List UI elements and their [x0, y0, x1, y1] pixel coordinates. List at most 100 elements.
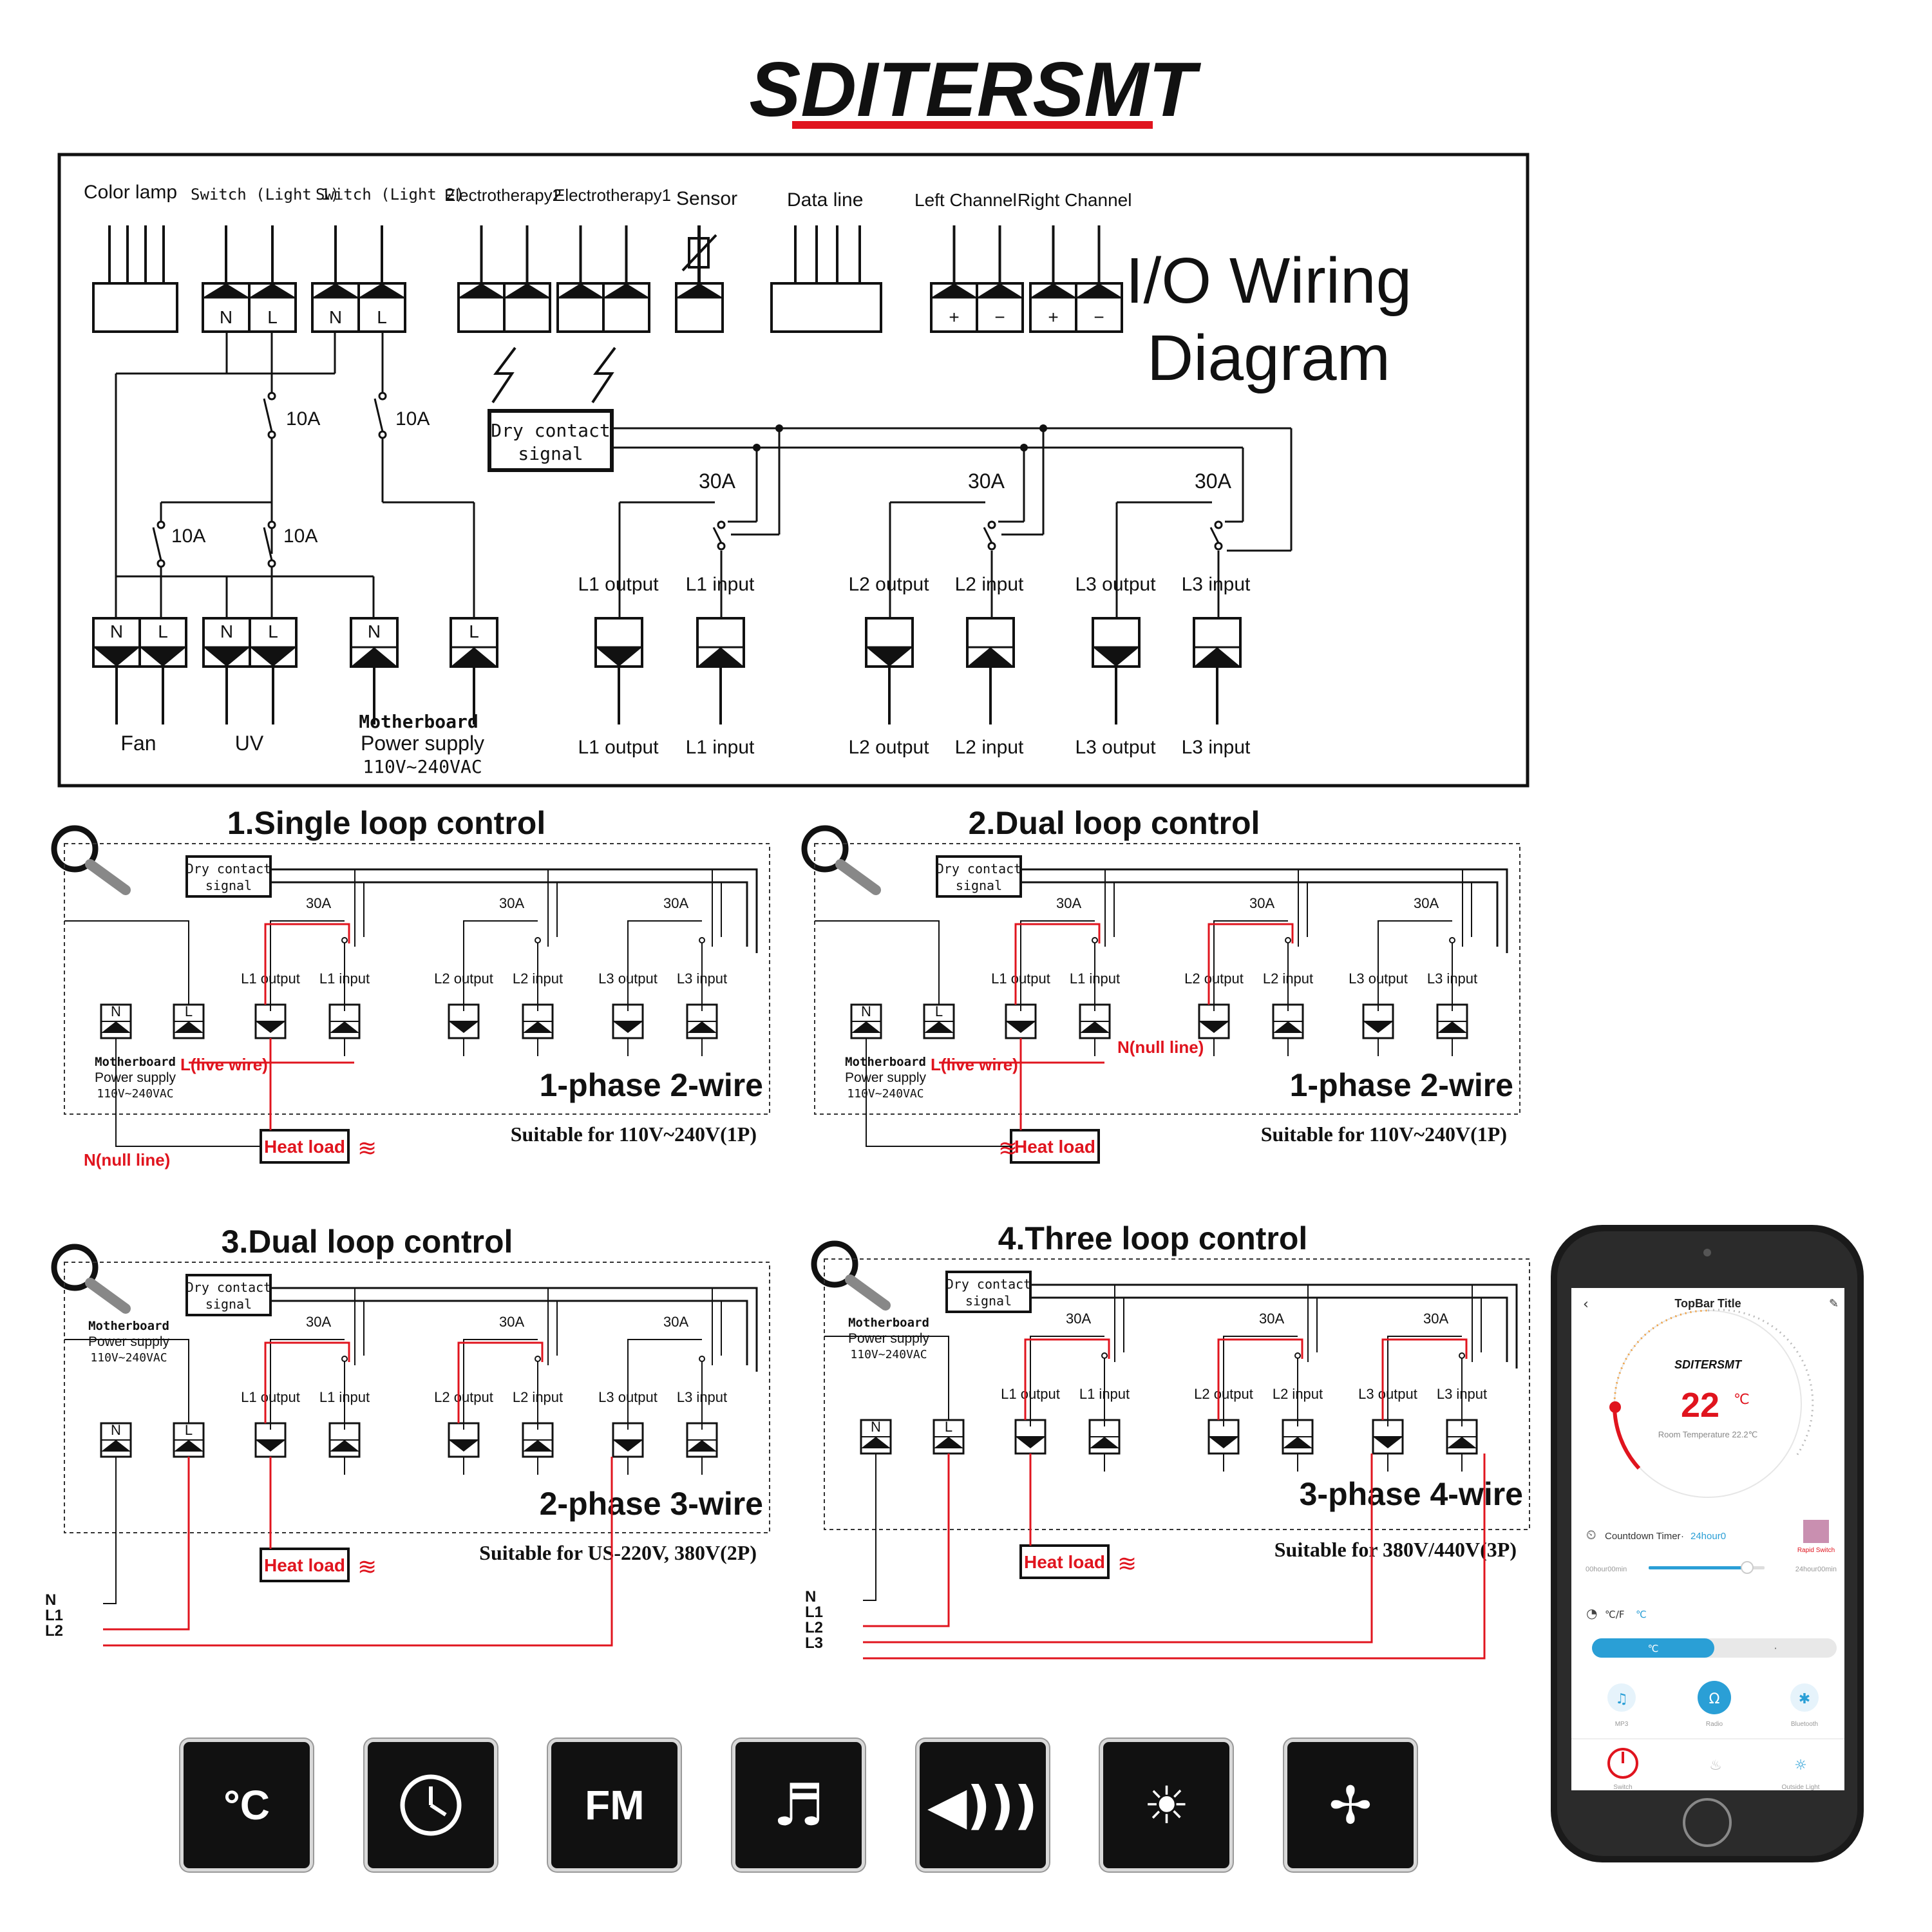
- unit-label: ℃/F: [1605, 1609, 1625, 1620]
- heat-load-box: [260, 1548, 350, 1582]
- amp-30a-label: 30A: [1195, 469, 1232, 493]
- terminal-label: +: [1048, 307, 1058, 327]
- outside-light-icon[interactable]: ☼: [1794, 1757, 1807, 1774]
- heat-load-box: [260, 1129, 350, 1164]
- power-supply-label: Power supply: [88, 1334, 170, 1349]
- terminal-l-label: L: [185, 1003, 193, 1019]
- heat-wave-icon: ≋: [1117, 1551, 1137, 1577]
- channel-output-label: L1 output: [241, 1389, 300, 1405]
- io-wiring-diagram: I/O Wiring Diagram Color lamp Switch (Li…: [57, 153, 1530, 788]
- channel-labels-top: L1 output L1 input L2 output L2 input L3…: [578, 574, 1251, 595]
- countdown-slider-knob[interactable]: [1741, 1561, 1754, 1574]
- edit-icon[interactable]: ✎: [1829, 1297, 1839, 1311]
- panel-frame: [814, 843, 1520, 1115]
- panel-frame: [64, 843, 770, 1115]
- line-l3-label: L3: [805, 1634, 823, 1652]
- dry-contact-label-1: Dry contact: [186, 861, 271, 876]
- label-motherboard: Motherboard: [359, 711, 478, 732]
- dial-knob[interactable]: [1609, 1401, 1621, 1413]
- panel-title: 4.Three loop control: [998, 1220, 1308, 1256]
- phase-label: 1-phase 2-wire: [1290, 1067, 1513, 1103]
- null-line-label: N(null line): [84, 1150, 170, 1170]
- label-electrotherapy1: Electrotherapy1: [554, 185, 671, 205]
- heat-wave-icon: ≋: [357, 1554, 377, 1580]
- label-power-supply: Power supply: [361, 732, 484, 755]
- channel-output-label: L1 output: [1001, 1386, 1060, 1402]
- amp-10a-label: 10A: [283, 526, 317, 547]
- terminal-label: N: [220, 307, 232, 327]
- terminal-label: −: [994, 307, 1005, 327]
- live-wire-label: L(live wire): [180, 1055, 268, 1074]
- switch-contact: [374, 398, 384, 432]
- panel-frame: [824, 1258, 1530, 1530]
- label-right-channel: Right Channel: [1018, 190, 1132, 210]
- label-l1-output: L1 output: [578, 574, 659, 595]
- label-l2-output: L2 output: [848, 737, 929, 758]
- channel-output-label: L3 output: [1349, 971, 1408, 987]
- rapid-switch-thermometer-icon[interactable]: [1803, 1520, 1829, 1543]
- label-l3-output: L3 output: [1075, 737, 1156, 758]
- lightning-icon: [491, 346, 616, 404]
- motherboard-label: Motherboard: [848, 1316, 929, 1330]
- label-l2-input: L2 input: [955, 574, 1024, 595]
- terminal-n-label: N: [111, 1003, 121, 1019]
- channel-input-label: L1 input: [319, 971, 370, 987]
- unit-toggle-celsius[interactable]: [1592, 1638, 1714, 1658]
- line-l2-label: L2: [45, 1622, 63, 1640]
- amp-30a-label: 30A: [663, 1314, 688, 1330]
- label-color-lamp: Color lamp: [84, 182, 177, 203]
- internal-wiring: [115, 332, 1293, 618]
- temperature-dial[interactable]: SDITERSMT 22 ℃ Room Temperature 22.2℃: [1609, 1309, 1814, 1498]
- channel-output-label: L1 output: [991, 971, 1050, 987]
- bluetooth-icon: ✱: [1799, 1691, 1810, 1707]
- home-button[interactable]: [1683, 1798, 1732, 1847]
- amp-30a-label: 30A: [306, 895, 331, 911]
- outside-light-label: Outside Light: [1782, 1784, 1820, 1791]
- phone-room-temp: Room Temperature 22.2℃: [1658, 1430, 1758, 1439]
- switch-contact: [983, 527, 993, 544]
- phase-label: 2-phase 3-wire: [540, 1486, 763, 1522]
- unit-toggle-celsius-label: ℃: [1648, 1643, 1659, 1654]
- channel-input-label: L3 input: [1437, 1386, 1487, 1402]
- mp3-button[interactable]: [1607, 1683, 1636, 1712]
- panel-title: 3.Dual loop control: [222, 1224, 513, 1260]
- line-l2-label: L2: [805, 1619, 823, 1636]
- inside-light-icon[interactable]: ♨: [1709, 1757, 1722, 1774]
- thermometer-celsius-icon: °C: [180, 1739, 313, 1871]
- slider-max-label: 24hour00min: [1795, 1566, 1837, 1573]
- suitable-label: Suitable for 110V~240V(1P): [1261, 1122, 1507, 1146]
- amp-30a-label: 30A: [1259, 1311, 1284, 1327]
- io-title-line1: I/O Wiring: [1126, 245, 1412, 317]
- bluetooth-button[interactable]: [1790, 1683, 1819, 1712]
- terminal-label: N: [110, 621, 123, 641]
- channel-output-label: L3 output: [1358, 1386, 1417, 1402]
- label-l2-output: L2 output: [848, 574, 929, 595]
- radio-label: Radio: [1706, 1721, 1723, 1728]
- music-note-icon: ♫: [1615, 1691, 1628, 1707]
- line-n-label: N: [45, 1591, 56, 1609]
- terminal-label: N: [220, 621, 233, 641]
- speaker-volume-icon: ◀))): [916, 1739, 1049, 1871]
- voltage-label: 110V~240VAC: [847, 1087, 923, 1101]
- heat-load-label: Heat load: [1024, 1552, 1105, 1572]
- heat-wave-icon: ≋: [357, 1135, 377, 1162]
- dry-contact-box: [488, 409, 614, 472]
- label-l1-input: L1 input: [686, 574, 755, 595]
- voltage-label: 110V~240VAC: [97, 1087, 173, 1101]
- label-l1-input: L1 input: [686, 737, 755, 758]
- channel-input-label: L1 input: [1079, 1386, 1130, 1402]
- junction-dots: [753, 424, 1047, 451]
- power-switch-icon[interactable]: [1607, 1748, 1638, 1779]
- unit-value: ℃: [1636, 1609, 1647, 1620]
- heat-load-label: Heat load: [264, 1555, 345, 1575]
- label-l1-output: L1 output: [578, 737, 659, 758]
- dry-contact-box: [936, 855, 1022, 898]
- svg-text:·: ·: [1681, 1531, 1684, 1542]
- timer-icon: ⏲: [1586, 1527, 1596, 1542]
- media-row: ♫ MP3 Ω Radio ✱ Bluetooth: [1607, 1681, 1819, 1728]
- back-chevron-icon[interactable]: ‹: [1583, 1296, 1589, 1312]
- radio-button[interactable]: [1698, 1681, 1731, 1714]
- power-supply-label: Power supply: [95, 1070, 176, 1085]
